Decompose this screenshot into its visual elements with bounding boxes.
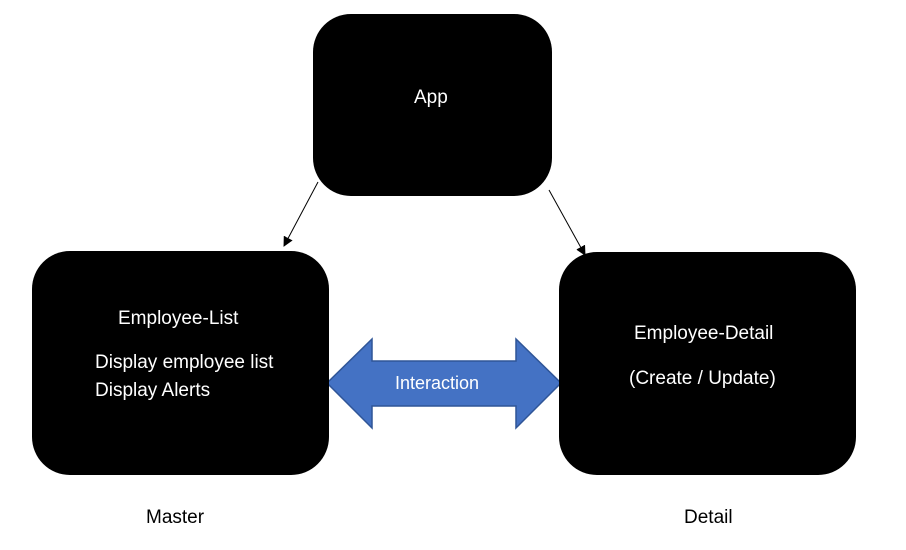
employee-list-title: Employee-List — [118, 308, 239, 329]
app-to-list-arrow — [283, 181, 319, 247]
employee-detail-title: Employee-Detail — [634, 323, 774, 344]
detail-caption: Detail — [684, 507, 733, 528]
app-node: App — [313, 14, 552, 196]
employee-list-line-1: Display employee list — [95, 352, 274, 373]
master-caption: Master — [146, 507, 205, 528]
app-to-detail-arrow — [548, 189, 586, 256]
employee-detail-subtitle: (Create / Update) — [629, 368, 776, 389]
employee-list-node: Employee-List Display employee list Disp… — [32, 251, 329, 475]
employee-list-line-2: Display Alerts — [95, 380, 211, 401]
employee-detail-node: Employee-Detail (Create / Update) — [559, 252, 856, 475]
app-node-title: App — [414, 87, 448, 108]
interaction-label: Interaction — [395, 373, 480, 393]
